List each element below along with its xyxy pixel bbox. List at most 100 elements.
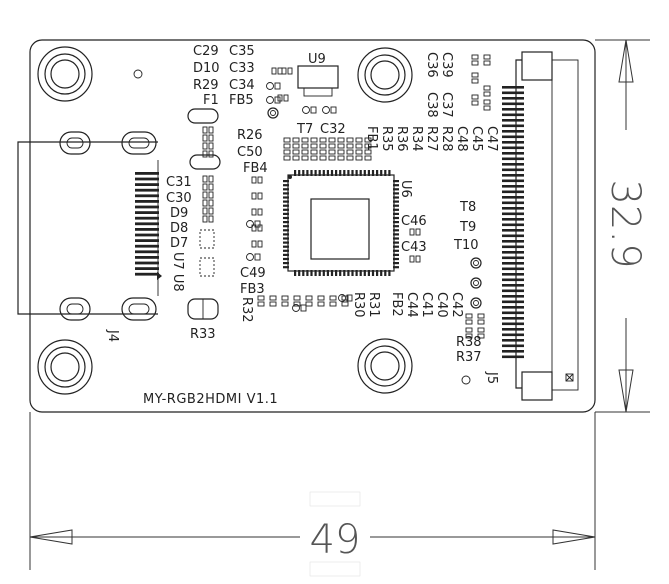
- refdes-labels-rotated: J4 U7 U8 R32 U6 FB1 R35 R36 R34 R27 R28 …: [105, 52, 499, 384]
- passive-part: [202, 134, 214, 142]
- label-d8: D8: [170, 221, 188, 236]
- hdmi-pin: [135, 216, 159, 220]
- passive-part: [292, 304, 307, 312]
- fpc-pin: [502, 328, 524, 331]
- label-t10: T10: [453, 238, 478, 253]
- label-c42: C42: [449, 292, 464, 318]
- fpc-pin: [502, 355, 524, 359]
- u6-pin: [351, 170, 354, 176]
- u6-pin: [283, 262, 289, 265]
- passive-part: [319, 149, 327, 161]
- passive-part: [202, 191, 214, 199]
- label-u9: U9: [308, 52, 326, 67]
- fpc-pin: [502, 300, 524, 304]
- hdmi-pin: [135, 177, 159, 181]
- u6-pin: [283, 253, 289, 256]
- fpc-pin: [502, 168, 524, 172]
- u6-pin: [388, 170, 391, 176]
- u6-pin: [330, 270, 334, 276]
- label-j4: J4: [105, 329, 120, 342]
- passive-part: [465, 313, 473, 325]
- u6-pin: [393, 184, 399, 187]
- u6-pin: [283, 216, 289, 220]
- passive-part: [409, 228, 421, 236]
- u6-pin: [393, 262, 399, 265]
- passive-part: [281, 67, 293, 75]
- label-r37: R37: [456, 350, 482, 365]
- fpc-pin: [502, 251, 524, 254]
- label-c45: C45: [469, 126, 484, 152]
- u6-pin: [283, 208, 289, 211]
- passive-part: [202, 183, 214, 191]
- fpc-pin: [502, 97, 524, 100]
- u6-pin: [302, 270, 305, 276]
- mounting-hole-top-center: [357, 47, 413, 103]
- board-name: MY-RGB2HDMI V1.1: [143, 392, 278, 407]
- width-dimension: 49: [29, 412, 596, 577]
- passive-part: [409, 255, 421, 263]
- label-fb5: FB5: [229, 93, 254, 108]
- fpc-pin: [502, 311, 524, 315]
- fpc-pin: [502, 273, 524, 276]
- u6-pin: [393, 249, 399, 252]
- label-d9: D9: [170, 206, 188, 221]
- label-r28: R28: [439, 126, 454, 152]
- fpc-pin: [502, 245, 524, 249]
- u6-pin: [393, 212, 399, 215]
- u6-pin: [384, 270, 387, 276]
- fpc-pin: [502, 262, 524, 265]
- passive-part: [301, 149, 309, 161]
- u6-pin: [393, 245, 399, 248]
- u6-pin: [283, 192, 289, 195]
- passive-part: [471, 94, 479, 106]
- u6-pin: [314, 270, 317, 276]
- u6-pin: [283, 257, 289, 261]
- fpc-pin: [502, 190, 524, 194]
- label-t8: T8: [459, 200, 476, 215]
- u6-pin: [393, 221, 399, 224]
- label-c36: C36: [424, 52, 439, 78]
- u6-pin: [380, 170, 383, 176]
- passive-part: [319, 137, 327, 149]
- label-c44: C44: [404, 292, 419, 318]
- passive-part: [483, 99, 491, 111]
- fpc-pin: [502, 317, 524, 320]
- u6-pin: [283, 212, 289, 215]
- u6-pin: [393, 180, 399, 183]
- label-r27: R27: [424, 126, 439, 152]
- passive-part: [471, 72, 479, 84]
- u6-pin: [283, 200, 289, 203]
- passive-part: [293, 295, 301, 307]
- label-c32: C32: [320, 122, 346, 137]
- passive-part: [310, 137, 318, 149]
- fpc-pin: [502, 201, 524, 205]
- u6-pin: [367, 270, 370, 276]
- u8-part: [199, 257, 215, 277]
- u6-pin: [393, 237, 399, 240]
- regulator-u9: [297, 65, 339, 97]
- mounting-hole-bottom-center: [357, 338, 413, 394]
- label-c34: C34: [229, 78, 255, 93]
- label-r26: R26: [237, 128, 263, 143]
- label-fb2: FB2: [389, 292, 404, 317]
- passive-part: [355, 137, 363, 149]
- u6-pin: [351, 270, 354, 276]
- u6-pin: [302, 170, 305, 176]
- u6-pin: [318, 170, 321, 176]
- u6-pin: [283, 188, 289, 191]
- fpc-pin: [502, 108, 524, 111]
- label-r38: R38: [456, 335, 482, 350]
- u6-pin: [283, 266, 289, 269]
- passive-part: [364, 149, 372, 161]
- label-u6: U6: [398, 180, 413, 198]
- u6-pin: [393, 216, 399, 220]
- passive-part: [337, 137, 345, 149]
- passive-part: [251, 208, 263, 216]
- u6-pin: [355, 170, 358, 176]
- u6-pin: [393, 200, 399, 203]
- passive-part: [328, 137, 336, 149]
- pin1-marker: [157, 272, 162, 280]
- u6-pin: [393, 266, 399, 269]
- u6-pin: [393, 253, 399, 256]
- u6-pin: [294, 270, 297, 276]
